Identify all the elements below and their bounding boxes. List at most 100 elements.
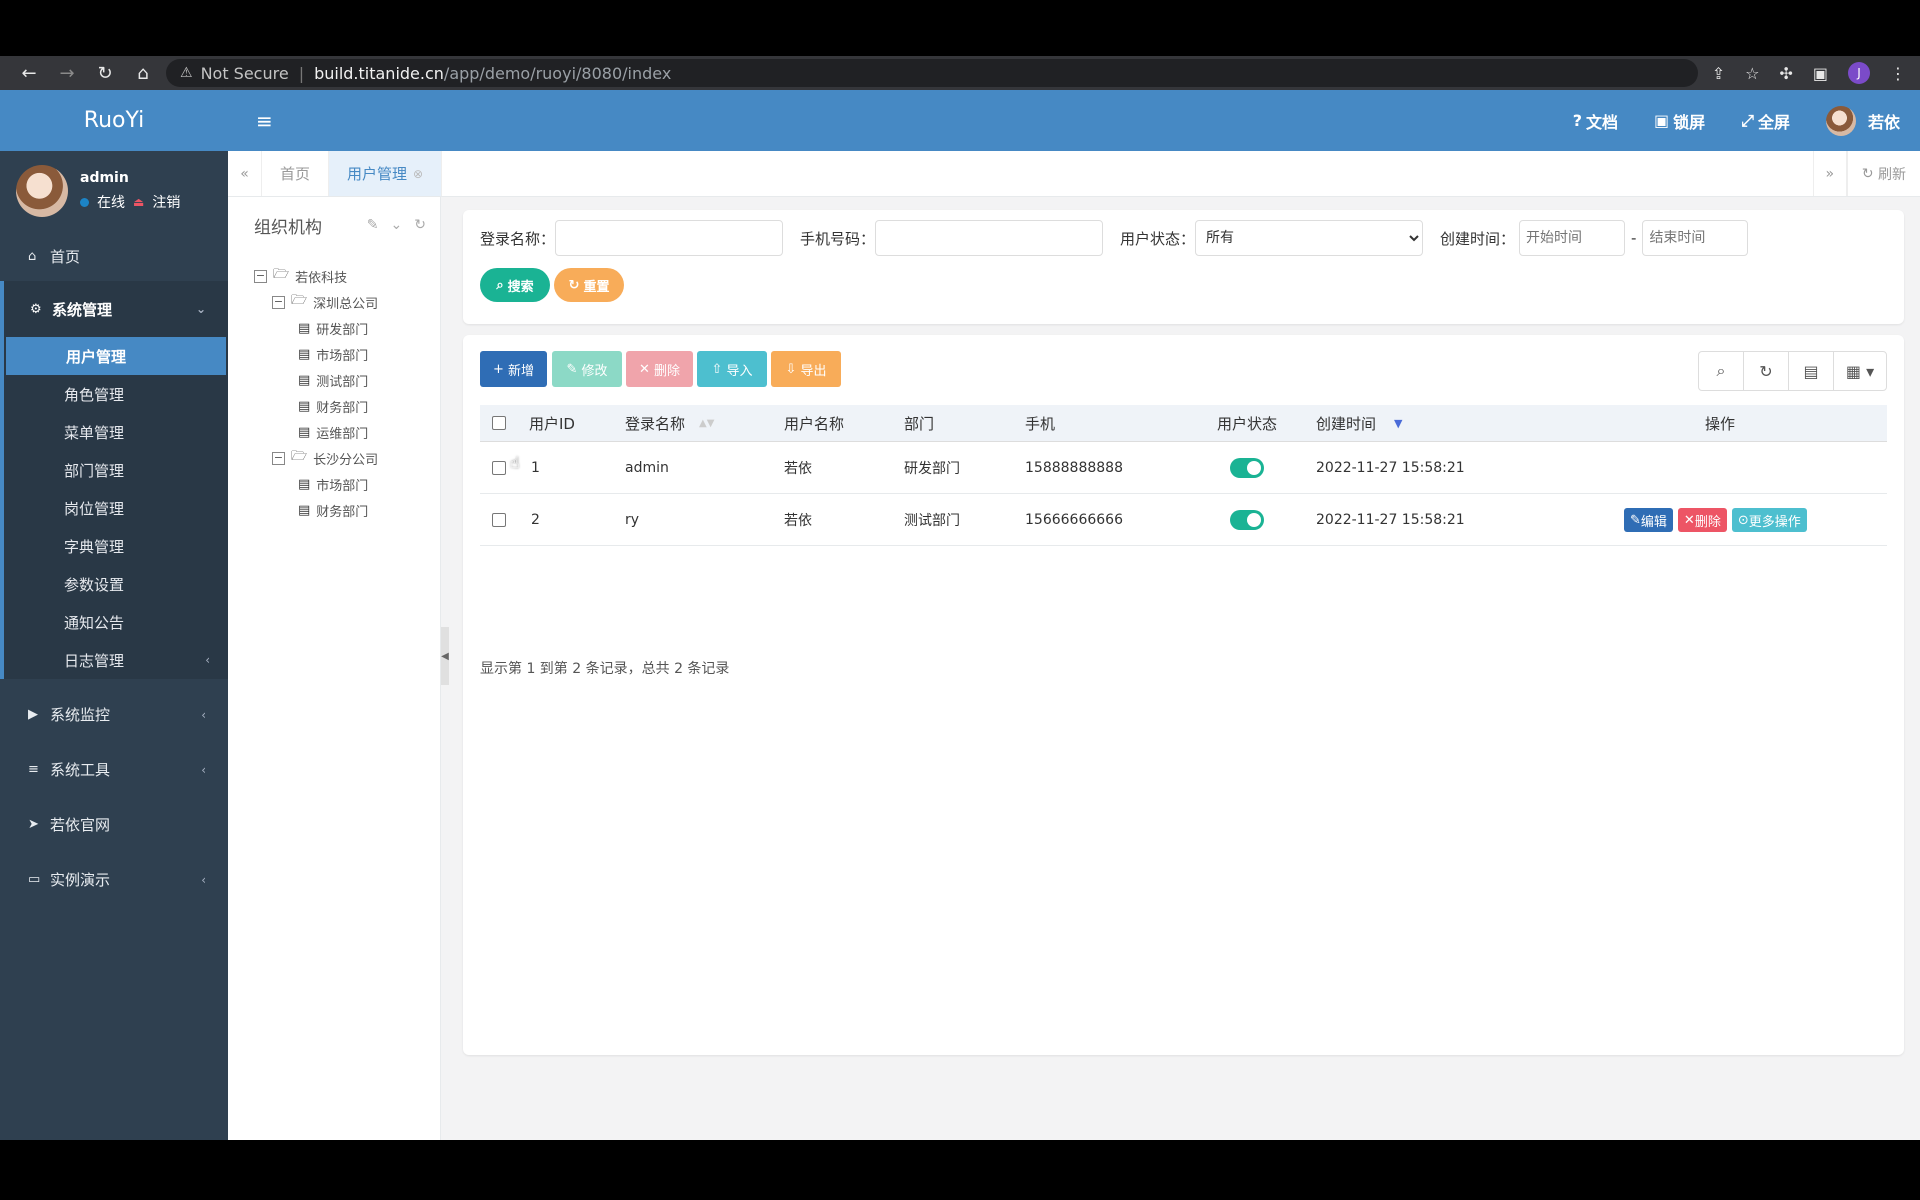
sidebar-item-home[interactable]: ⌂ 首页	[0, 231, 228, 281]
sidebar-item-system-mgmt[interactable]: ⚙ 系统管理 ⌄	[4, 281, 228, 337]
search-toggle-icon[interactable]: ⌕	[1699, 352, 1744, 390]
status-select[interactable]: 所有	[1195, 220, 1424, 256]
browser-actions: ⇪ ☆ ✣ ▣ J ⋮	[1712, 62, 1906, 84]
tree-node-leaf[interactable]: ▤测试部门	[254, 367, 440, 393]
tree-node-leaf[interactable]: ▤研发部门	[254, 315, 440, 341]
import-button[interactable]: ⇧导入	[697, 351, 767, 387]
share-icon[interactable]: ⇪	[1711, 63, 1726, 83]
edit-icon[interactable]: ✎	[366, 217, 379, 233]
star-icon[interactable]: ☆	[1745, 63, 1760, 83]
refresh-icon[interactable]: ↻	[1744, 352, 1789, 390]
sidebar-item-official[interactable]: ➤ 若依官网	[0, 797, 228, 852]
sidebar-item-log-mgmt[interactable]: 日志管理 ‹	[4, 641, 228, 679]
table-row[interactable]: 2 ry 若依 测试部门 15666666666 2022-11-27 15:5…	[480, 495, 1887, 546]
edit-button[interactable]: ✎修改	[552, 351, 622, 387]
sidebar-item-role-mgmt[interactable]: 角色管理	[64, 385, 125, 404]
close-icon[interactable]: ⊗	[413, 166, 424, 181]
tree-node-leaf[interactable]: ▤运维部门	[254, 419, 440, 445]
sidebar-item-dept-mgmt[interactable]: 部门管理	[64, 461, 125, 480]
column-header-user-id[interactable]: 用户ID	[529, 414, 575, 433]
tree-node-root[interactable]: − 🗁 若依科技	[254, 263, 440, 289]
panel-splitter[interactable]: ◀	[441, 627, 449, 685]
column-header-user-name[interactable]: 用户名称	[784, 414, 845, 433]
back-icon[interactable]: ←	[21, 62, 37, 84]
start-time-input[interactable]	[1519, 220, 1626, 256]
collapse-icon[interactable]: −	[272, 294, 285, 309]
address-bar[interactable]: ⚠ Not Secure | build.titanide.cn/app/dem…	[166, 59, 1698, 87]
sidebar-item-monitor[interactable]: ▶ 系统监控 ‹	[0, 687, 228, 742]
sidebar-item-dict-mgmt[interactable]: 字典管理	[64, 537, 125, 556]
status-toggle[interactable]	[1230, 458, 1264, 478]
tree-node-leaf[interactable]: ▤财务部门	[254, 497, 440, 523]
forward-icon[interactable]: →	[59, 62, 75, 84]
status-toggle[interactable]	[1230, 510, 1264, 530]
row-edit-button[interactable]: ✎编辑	[1624, 508, 1673, 532]
sidebar-item-tools[interactable]: ≡ 系统工具 ‹	[0, 742, 228, 797]
logout-link[interactable]: 注销	[152, 195, 181, 211]
column-header-status[interactable]: 用户状态	[1217, 414, 1278, 433]
column-header-login-name[interactable]: 登录名称▲▼	[625, 405, 714, 441]
tree-node-leaf[interactable]: ▤市场部门	[254, 341, 440, 367]
collapse-icon[interactable]: −	[272, 450, 285, 465]
hamburger-icon[interactable]: ≡	[256, 108, 273, 133]
home-icon[interactable]: ⌂	[137, 62, 149, 84]
lock-button[interactable]: ▣锁屏	[1654, 109, 1705, 133]
sidebar-item-label: 系统工具	[50, 761, 111, 779]
select-all-checkbox[interactable]	[492, 416, 506, 430]
profile-avatar[interactable]: J	[1848, 62, 1870, 84]
tab-refresh-button[interactable]: ↻ 刷新	[1846, 151, 1920, 196]
extensions-icon[interactable]: ✣	[1779, 63, 1793, 83]
refresh-icon[interactable]: ↻	[414, 217, 426, 233]
tab-home[interactable]: 首页	[262, 151, 330, 196]
chevron-down-icon[interactable]: ⌄	[390, 217, 403, 233]
tab-user-mgmt[interactable]: 用户管理 ⊗	[329, 151, 443, 196]
sidepanel-icon[interactable]: ▣	[1812, 63, 1828, 83]
menu-kebab-icon[interactable]: ⋮	[1890, 63, 1906, 83]
range-dash: -	[1631, 229, 1637, 247]
tree-node-leaf[interactable]: ▤市场部门	[254, 471, 440, 497]
phone-input[interactable]	[875, 220, 1104, 256]
reset-button[interactable]: ↻重置	[554, 268, 624, 302]
sidebar-item-user-mgmt[interactable]: 用户管理	[6, 337, 226, 375]
logout-icon[interactable]: ⏏	[133, 195, 145, 209]
tab-scroll-left-icon[interactable]: «	[228, 151, 262, 196]
avatar[interactable]	[16, 165, 68, 217]
column-header-dept[interactable]: 部门	[904, 414, 935, 433]
mouse-cursor-icon: ☝	[510, 453, 520, 472]
sidebar-item-post-mgmt[interactable]: 岗位管理	[64, 499, 125, 518]
table-row[interactable]: 1 admin 若依 研发部门 15888888888 2022-11-27 1…	[480, 443, 1887, 494]
user-menu[interactable]: 若依	[1825, 105, 1900, 136]
tab-label: 用户管理	[347, 165, 408, 183]
search-button[interactable]: ⌕搜索	[480, 268, 550, 302]
row-more-button[interactable]: ⊙更多操作	[1731, 508, 1807, 532]
row-delete-button[interactable]: ✕删除	[1677, 508, 1727, 532]
tree-node-branch1[interactable]: − 🗁 深圳总公司	[254, 289, 440, 315]
toggle-view-icon[interactable]: ▤	[1789, 352, 1834, 390]
tree-node-leaf[interactable]: ▤财务部门	[254, 393, 440, 419]
tab-scroll-right-icon[interactable]: »	[1812, 151, 1847, 196]
row-checkbox[interactable]	[492, 513, 506, 527]
refresh-icon: ↻	[1861, 165, 1874, 182]
login-name-field-group: 登录名称：	[480, 220, 784, 256]
collapse-icon[interactable]: −	[254, 268, 267, 283]
app-logo[interactable]: RuoYi	[0, 90, 228, 151]
column-header-phone[interactable]: 手机	[1025, 414, 1056, 433]
columns-icon[interactable]: ▦ ▾	[1845, 361, 1875, 381]
row-checkbox[interactable]	[492, 461, 506, 475]
export-button[interactable]: ⇩导出	[771, 351, 841, 387]
column-header-created[interactable]: 创建时间▼	[1316, 405, 1402, 441]
header-user-name: 若依	[1867, 112, 1900, 132]
login-name-input[interactable]	[555, 220, 784, 256]
tree-node-branch2[interactable]: − 🗁 长沙分公司	[254, 445, 440, 471]
sidebar-item-menu-mgmt[interactable]: 菜单管理	[64, 423, 125, 442]
docs-label: 文档	[1586, 112, 1619, 132]
sidebar-item-demo[interactable]: ▭ 实例演示 ‹	[0, 852, 228, 907]
delete-button[interactable]: ✕删除	[626, 351, 693, 387]
add-button[interactable]: +新增	[480, 351, 547, 387]
reload-icon[interactable]: ↻	[97, 62, 113, 84]
end-time-input[interactable]	[1642, 220, 1749, 256]
fullscreen-button[interactable]: ⤢全屏	[1741, 109, 1790, 133]
docs-button[interactable]: ?文档	[1573, 109, 1618, 133]
sidebar-item-notice[interactable]: 通知公告	[64, 613, 125, 632]
sidebar-item-params[interactable]: 参数设置	[64, 575, 125, 594]
